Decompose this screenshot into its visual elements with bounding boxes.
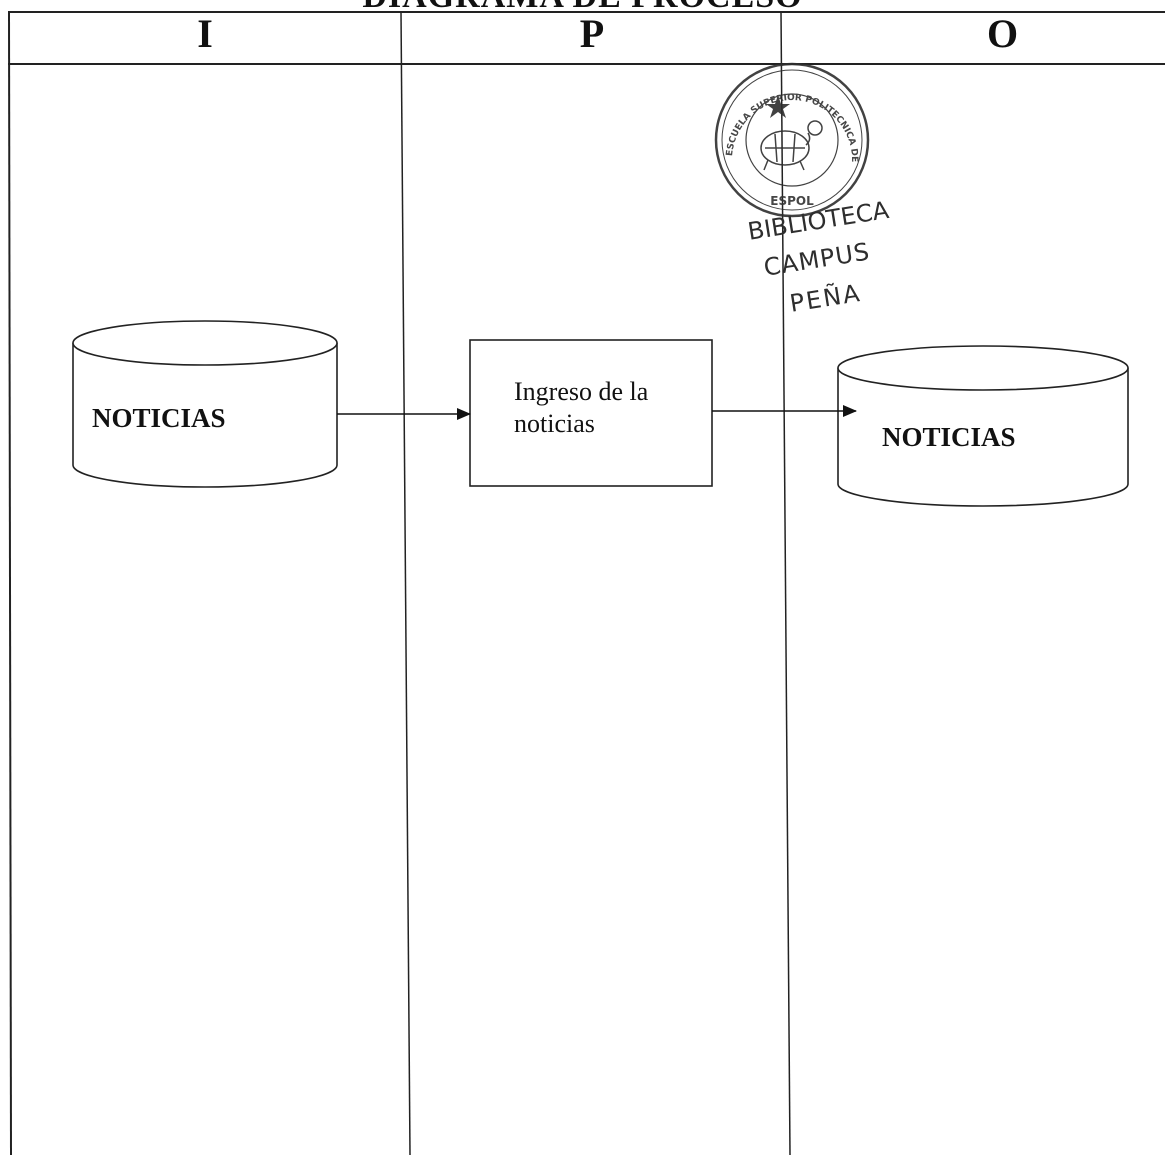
table-grid bbox=[8, 11, 1165, 1155]
column-header-output: O bbox=[987, 11, 1019, 56]
output-store-label: NOTICIAS bbox=[882, 422, 1016, 452]
output-data-store bbox=[837, 345, 1129, 507]
column-header-process: P bbox=[579, 11, 605, 56]
grid-divider-po bbox=[780, 11, 791, 1155]
star-icon bbox=[766, 95, 790, 118]
grid-divider-ip bbox=[400, 11, 411, 1155]
turtle-icon bbox=[760, 120, 823, 171]
input-data-store bbox=[72, 320, 338, 488]
seal-bottom-text: ESPOL bbox=[770, 194, 814, 208]
grid-left-border bbox=[8, 11, 12, 1155]
process-step-label: Ingreso de la noticias bbox=[514, 377, 649, 438]
column-header-input: I bbox=[197, 11, 213, 56]
input-store-label: NOTICIAS bbox=[92, 403, 226, 433]
